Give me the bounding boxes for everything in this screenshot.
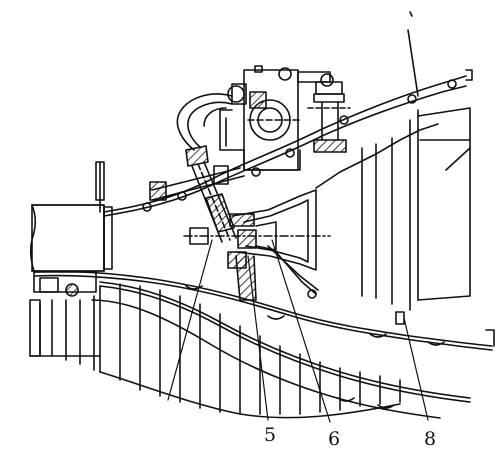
leader-line-8 bbox=[403, 317, 429, 421]
injector-strut bbox=[149, 145, 245, 243]
lower-liner bbox=[33, 270, 495, 419]
top-actuator bbox=[219, 65, 351, 171]
label-6: 6 bbox=[328, 428, 341, 450]
right-liner bbox=[315, 11, 471, 311]
leader-lines bbox=[167, 239, 429, 423]
outer-casing bbox=[103, 69, 473, 217]
inlet-block bbox=[29, 161, 113, 272]
leader-line-6 bbox=[271, 239, 331, 423]
label-5: 5 bbox=[264, 424, 277, 446]
fuel-tube bbox=[176, 93, 233, 151]
leader-line-left bbox=[167, 239, 213, 401]
label-8: 8 bbox=[424, 428, 437, 450]
leader-line-5 bbox=[247, 255, 269, 421]
lower-left-structure bbox=[29, 255, 401, 419]
combustor-head bbox=[183, 189, 331, 299]
